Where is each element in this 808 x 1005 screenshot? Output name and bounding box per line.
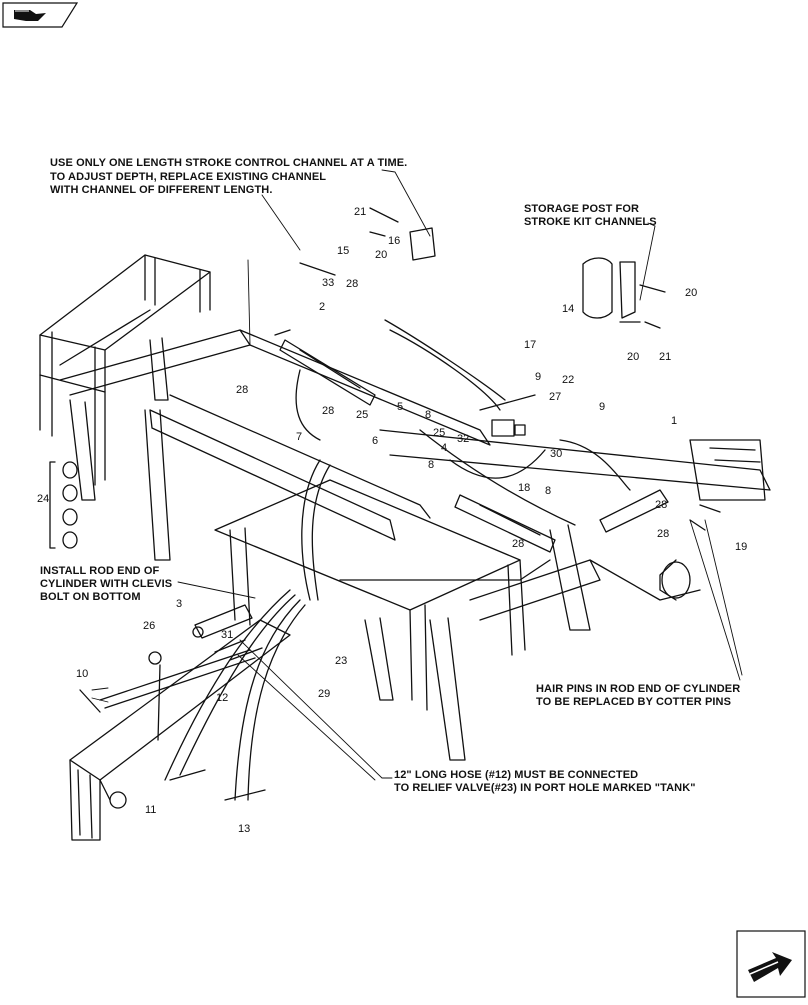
callout-20: 20 <box>375 249 387 261</box>
note-line: USE ONLY ONE LENGTH STROKE CONTROL CHANN… <box>50 157 408 169</box>
callout-9: 9 <box>535 371 541 383</box>
callout-28: 28 <box>236 384 248 396</box>
callout-numbers: 1234567888991011121314151617181920202021… <box>37 206 747 835</box>
callout-26: 26 <box>143 620 155 632</box>
manifold <box>479 394 536 437</box>
callout-2: 2 <box>319 301 325 313</box>
callout-20: 20 <box>627 351 639 363</box>
rear-frame <box>39 254 251 561</box>
spacer-stack <box>49 461 78 549</box>
callout-21: 21 <box>659 351 671 363</box>
callout-8: 8 <box>545 485 551 497</box>
callout-31: 31 <box>221 629 233 641</box>
callout-8: 8 <box>428 459 434 471</box>
note-hair-pins: HAIR PINS IN ROD END OF CYLINDER TO BE R… <box>536 683 740 709</box>
hose-bundle <box>99 319 631 801</box>
callout-15: 15 <box>337 245 349 257</box>
callout-25: 25 <box>433 427 445 439</box>
note-hose: 12" LONG HOSE (#12) MUST BE CONNECTED TO… <box>394 769 696 795</box>
callout-28: 28 <box>346 278 358 290</box>
callout-13: 13 <box>238 823 250 835</box>
storage-post-parts <box>582 257 666 329</box>
callout-18: 18 <box>518 482 530 494</box>
callout-33: 33 <box>322 277 334 289</box>
callout-4: 4 <box>441 442 447 454</box>
note-line: HAIR PINS IN ROD END OF CYLINDER <box>536 683 741 695</box>
callout-28: 28 <box>657 528 669 540</box>
callout-17: 17 <box>524 339 536 351</box>
callout-21: 21 <box>354 206 366 218</box>
front-frame <box>214 479 701 761</box>
note-storage-post: STORAGE POST FOR STROKE KIT CHANNELS <box>524 203 657 229</box>
callout-32: 32 <box>457 433 469 445</box>
stroke-channel-parts <box>299 207 436 276</box>
note-line: WITH CHANNEL OF DIFFERENT LENGTH. <box>50 184 273 196</box>
callout-23: 23 <box>335 655 347 667</box>
callout-19: 19 <box>735 541 747 553</box>
callout-28: 28 <box>512 538 524 550</box>
callout-24: 24 <box>37 493 49 505</box>
callout-8: 8 <box>425 409 431 421</box>
callout-30: 30 <box>550 448 562 460</box>
note-line: TO RELIEF VALVE(#23) IN PORT HOLE MARKED… <box>394 782 696 794</box>
wheel-hub <box>659 559 691 601</box>
cylinder-loose <box>192 604 253 639</box>
callout-5: 5 <box>397 401 403 413</box>
note-stroke-channel: USE ONLY ONE LENGTH STROKE CONTROL CHANN… <box>50 157 407 197</box>
loose-fittings <box>79 504 721 801</box>
cylinder-rear <box>274 329 376 406</box>
callout-28: 28 <box>655 499 667 511</box>
callout-22: 22 <box>562 374 574 386</box>
cylinder-right <box>599 489 669 533</box>
cylinder-front <box>454 494 556 553</box>
hitch-tongue <box>69 619 291 841</box>
callout-29: 29 <box>318 688 330 700</box>
note-line: TO ADJUST DEPTH, REPLACE EXISTING CHANNE… <box>50 171 327 183</box>
callout-28: 28 <box>322 405 334 417</box>
callout-27: 27 <box>549 391 561 403</box>
callout-10: 10 <box>76 668 88 680</box>
callout-12: 12 <box>216 692 228 704</box>
note-line: INSTALL ROD END OF <box>40 565 160 577</box>
note-line: TO BE REPLACED BY COTTER PINS <box>536 696 732 708</box>
next-page-arrow-icon[interactable] <box>736 930 806 998</box>
callout-25: 25 <box>356 409 368 421</box>
note-line: CYLINDER WITH CLEVIS <box>40 578 173 590</box>
callout-14: 14 <box>562 303 574 315</box>
note-line: 12" LONG HOSE (#12) MUST BE CONNECTED <box>394 769 639 781</box>
callout-20: 20 <box>685 287 697 299</box>
note-line: BOLT ON BOTTOM <box>40 591 141 603</box>
callout-3: 3 <box>176 598 182 610</box>
callout-16: 16 <box>388 235 400 247</box>
callout-9: 9 <box>599 401 605 413</box>
note-line: STORAGE POST FOR <box>524 203 640 215</box>
callout-6: 6 <box>372 435 378 447</box>
callout-11: 11 <box>145 804 156 816</box>
note-rod-end: INSTALL ROD END OF CYLINDER WITH CLEVIS … <box>40 565 172 604</box>
note-line: STROKE KIT CHANNELS <box>524 216 657 228</box>
callout-7: 7 <box>296 431 302 443</box>
main-beam <box>149 329 771 541</box>
leader-lines <box>91 169 743 781</box>
callout-1: 1 <box>671 415 677 427</box>
book-arrow-icon[interactable] <box>2 2 78 28</box>
